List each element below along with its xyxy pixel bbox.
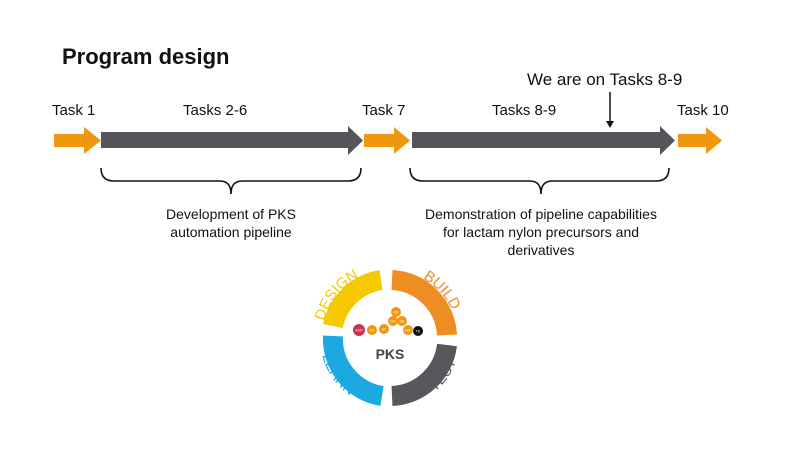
brace-phase-2: [409, 167, 670, 195]
cycle-center-label: PKS: [376, 346, 405, 362]
ring-design: [323, 270, 383, 329]
svg-text:DH: DH: [390, 320, 396, 324]
ring-build: [391, 270, 457, 336]
pks-domain-chain: ACP KS AT DH ER KR ACP TE: [353, 307, 423, 336]
page-title: Program design: [62, 44, 230, 69]
ring-test: [391, 343, 457, 406]
arrow-task-10: [678, 127, 722, 154]
ring-learn: [322, 335, 384, 406]
arrow-task-7: [364, 127, 410, 154]
task-label: Task 7: [362, 102, 406, 119]
svg-text:ACP: ACP: [355, 329, 363, 333]
arrow-task-1: [54, 127, 101, 154]
phase-1-description: Development of PKS automation pipeline: [166, 206, 296, 240]
svg-text:KR: KR: [400, 320, 405, 324]
pointer-arrowhead: [606, 121, 614, 128]
brace-phase-1: [100, 167, 362, 195]
svg-text:KS: KS: [370, 329, 375, 333]
svg-text:AT: AT: [382, 328, 387, 332]
arrow-tasks-2-6: [101, 126, 363, 155]
task-label: Task 1: [52, 102, 96, 119]
dbtl-cycle: [322, 270, 457, 406]
svg-text:ACP: ACP: [404, 329, 412, 333]
task-label: Task 10: [677, 102, 729, 119]
task-label: Tasks 8-9: [492, 102, 557, 119]
svg-text:ER: ER: [394, 311, 399, 315]
phase-2-description: Demonstration of pipeline capabilities f…: [425, 206, 657, 258]
task-label: Tasks 2-6: [183, 102, 248, 119]
current-status-note: We are on Tasks 8-9: [527, 70, 683, 89]
svg-text:TE: TE: [416, 330, 421, 334]
arrow-tasks-8-9: [412, 126, 675, 155]
